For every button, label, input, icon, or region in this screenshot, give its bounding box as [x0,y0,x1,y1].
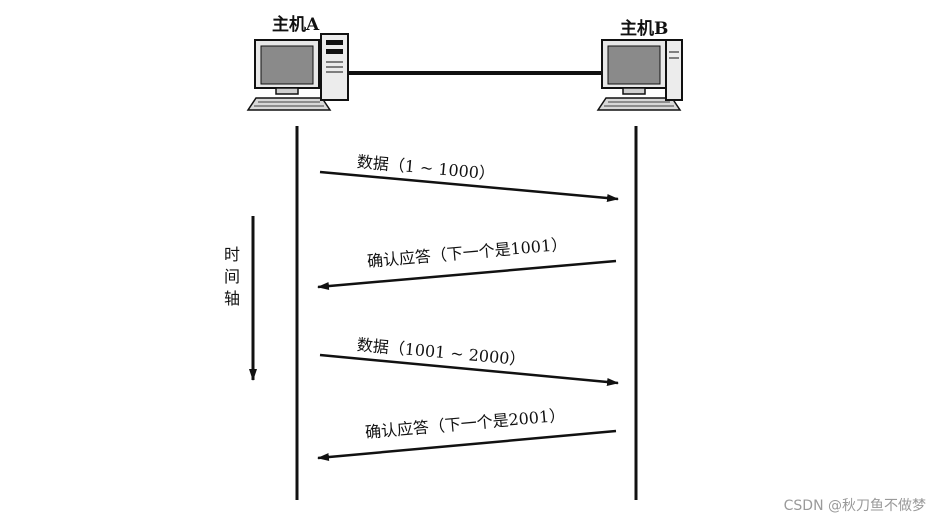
message-arrow [317,259,617,291]
message-arrow [319,353,619,386]
host-b-computer-icon [596,39,683,111]
time-axis-char: 轴 [223,289,240,308]
message-arrow [317,429,617,461]
host-a-computer-icon [246,33,349,111]
watermark: CSDN @秋刀鱼不做梦 [783,498,926,514]
time-axis-char: 时 [223,245,240,264]
host-b-label: 主机B [620,19,669,39]
time-axis-label: 时 间 轴 [222,244,242,310]
time-axis-char: 间 [223,267,240,286]
message-arrow [319,170,619,202]
host-a-label: 主机A [272,15,320,35]
